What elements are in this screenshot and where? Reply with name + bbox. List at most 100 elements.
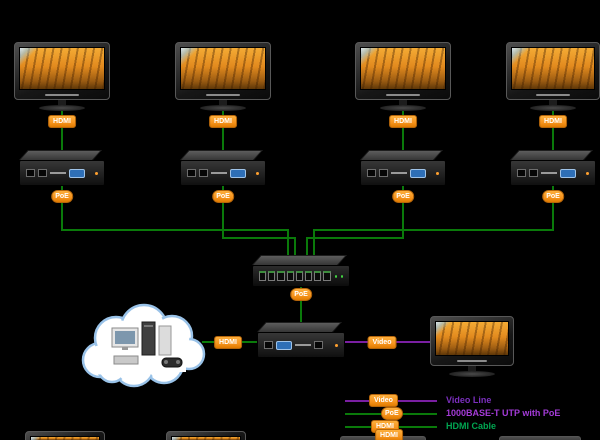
- vga-port-icon: [560, 168, 576, 178]
- legend-label-utp: 1000BASE-T UTP with PoE: [446, 408, 561, 418]
- switch-front-panel: [252, 265, 350, 287]
- tv-stand-base: [449, 371, 495, 377]
- power-led-icon: [95, 171, 98, 175]
- tv-screen-image: [180, 47, 266, 90]
- tv-frame: [355, 42, 451, 100]
- tv-monitor-partial: [25, 431, 105, 440]
- video-badge: Video: [369, 394, 398, 407]
- tv-speaker-bar: [536, 94, 570, 96]
- monitor-stand-icon: [122, 347, 128, 350]
- ethernet-port-icon: [259, 271, 267, 281]
- legend-row-video: Video Video Line: [345, 394, 597, 407]
- tv-monitor-2: [175, 42, 271, 111]
- device-top-face: [180, 150, 264, 160]
- device-front-panel: [510, 160, 596, 186]
- receiver-box-3: [360, 150, 446, 186]
- hdmi-badge: HDMI: [389, 115, 417, 128]
- device-top-face: [257, 322, 343, 332]
- hdmi-badge: HDMI: [48, 115, 76, 128]
- ethernet-port-icon: [295, 271, 303, 281]
- tv-monitor-1: [14, 42, 110, 111]
- controller-button-icon: [164, 360, 168, 364]
- tv-screen-image: [360, 47, 446, 90]
- usb-port-icon: [379, 169, 388, 177]
- pc-tower-light-icon: [158, 325, 172, 356]
- monitor-screen-icon: [115, 331, 135, 344]
- poe-badge: PoE: [212, 190, 234, 203]
- device-label-strip: [211, 172, 227, 174]
- device-front-panel: [180, 160, 266, 186]
- tv-stand-base: [530, 105, 576, 111]
- tv-stand: [58, 100, 66, 105]
- power-led-icon: [256, 171, 259, 175]
- tv-stand: [468, 366, 476, 371]
- usb-port-icon: [529, 169, 538, 177]
- tv-stand: [219, 100, 227, 105]
- tv-monitor-4: [506, 42, 600, 111]
- vga-port-icon: [276, 340, 292, 350]
- usb-port-icon: [187, 169, 196, 177]
- poe-badge: PoE: [290, 288, 312, 301]
- device-top-face: [510, 150, 594, 160]
- tv-screen-image: [435, 321, 509, 356]
- ethernet-port-icon: [277, 271, 285, 281]
- receiver-box-2: [180, 150, 266, 186]
- receiver-box-1: [19, 150, 105, 186]
- tv-frame: [25, 431, 105, 440]
- tv-frame: [506, 42, 600, 100]
- poe-badge: PoE: [392, 190, 414, 203]
- dvd-player-icon: [113, 355, 139, 365]
- tv-frame: [14, 42, 110, 100]
- power-led-icon: [335, 343, 338, 347]
- poe-badge: PoE: [51, 190, 73, 203]
- tv-screen-image: [511, 47, 595, 90]
- receiver-box-4: [510, 150, 596, 186]
- ethernet-port-icon: [314, 271, 322, 281]
- poe-badge: PoE: [381, 407, 403, 420]
- tv-frame: [166, 431, 246, 440]
- hdmi-badge: HDMI: [209, 115, 237, 128]
- network-switch: [252, 255, 350, 287]
- tv-speaker-bar: [206, 94, 240, 96]
- tv-screen-image: [19, 47, 105, 90]
- legend-label-hdmi: HDMI Cable: [446, 421, 497, 431]
- device-top-face: [252, 255, 348, 265]
- device-front-panel: [19, 160, 105, 186]
- power-led-icon: [586, 171, 589, 175]
- usb-port-icon: [517, 169, 526, 177]
- tv-monitor-3: [355, 42, 451, 111]
- device-top-face: [360, 150, 444, 160]
- device-top-face: [19, 150, 103, 160]
- media-sources-cloud: [81, 303, 206, 388]
- status-led-icon: [340, 274, 343, 278]
- tv-speaker-bar: [457, 360, 487, 362]
- usb-port-icon: [264, 341, 273, 349]
- poe-badge: PoE: [542, 190, 564, 203]
- usb-port-icon: [199, 169, 208, 177]
- hdmi-badge: HDMI: [214, 336, 242, 349]
- tv-monitor-partial: [166, 431, 246, 440]
- tv-monitor-video-out: [430, 316, 514, 377]
- usb-port-icon: [314, 341, 323, 349]
- vga-port-icon: [230, 168, 246, 178]
- device-label-strip: [391, 172, 407, 174]
- pc-drive-slot-icon: [144, 325, 153, 327]
- device-label-strip: [295, 344, 311, 346]
- vga-port-icon: [410, 168, 426, 178]
- tv-frame: [430, 316, 514, 366]
- hdmi-badge: HDMI: [539, 115, 567, 128]
- hdmi-badge: HDMI: [375, 429, 403, 440]
- ethernet-port-icon: [323, 271, 331, 281]
- device-label-strip: [541, 172, 557, 174]
- ethernet-port-icon: [268, 271, 276, 281]
- game-controller-icon: [161, 357, 183, 368]
- usb-port-icon: [367, 169, 376, 177]
- tv-stand-base: [200, 105, 246, 111]
- power-led-icon: [436, 171, 439, 175]
- tv-speaker-bar: [386, 94, 420, 96]
- legend-row-utp: PoE 1000BASE-T UTP with PoE: [345, 407, 597, 420]
- usb-port-icon: [38, 169, 47, 177]
- tv-speaker-bar: [45, 94, 79, 96]
